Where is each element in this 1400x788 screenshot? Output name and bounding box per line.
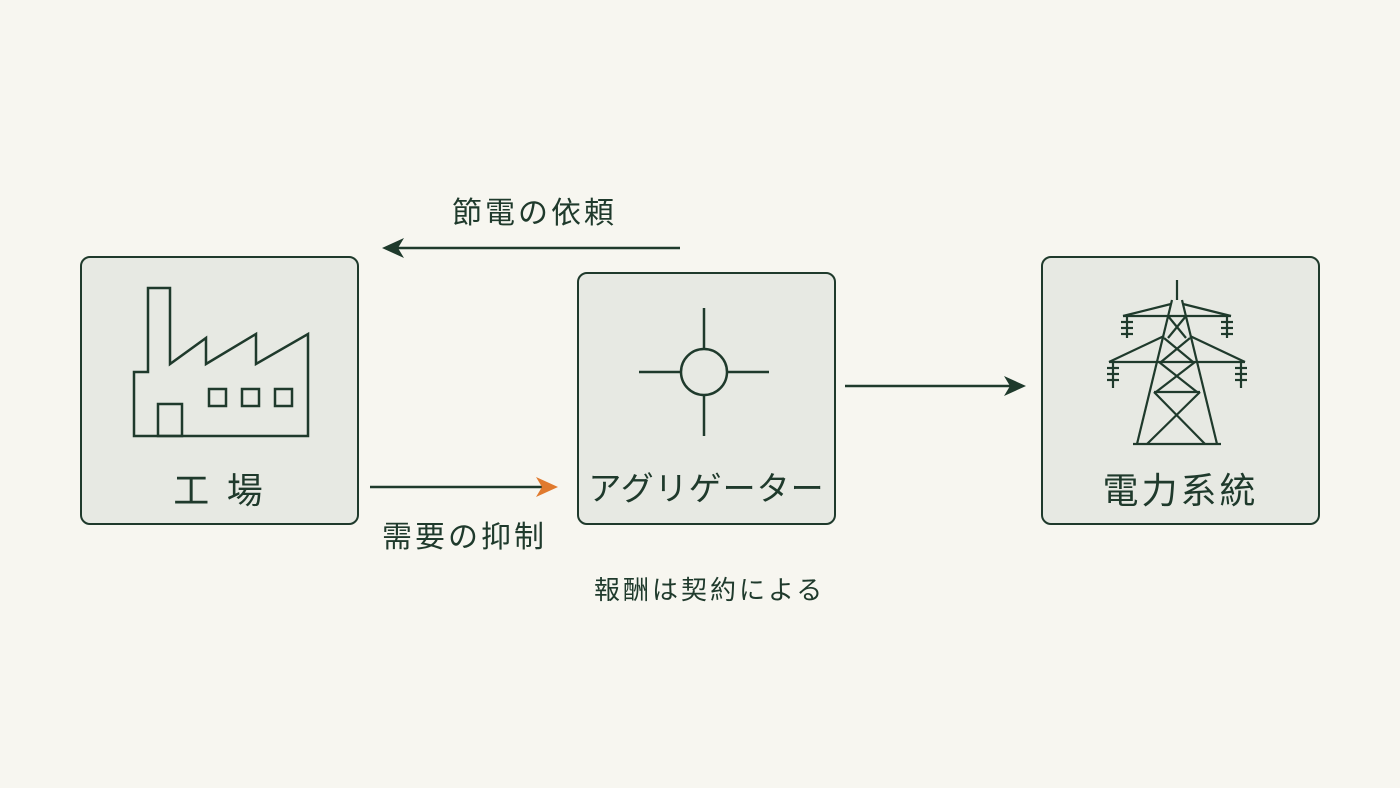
reward-note: 報酬は契約による [594,576,826,606]
factory-node: 工 場 [80,256,359,525]
power-tower-icon [1107,280,1247,446]
suppress-label: 需要の抑制 [382,520,547,555]
grid-label: 電力系統 [1102,471,1259,512]
grid-node: 電力系統 [1041,256,1320,525]
factory-label: 工 場 [173,471,266,512]
aggregator-node: アグリゲーター [577,272,836,525]
supply-arrow [845,376,1026,396]
suppress-arrow [370,477,558,497]
crosshair-node-icon [639,308,769,436]
factory-icon [132,286,310,438]
request-arrow [382,238,680,258]
request-label: 節電の依頼 [452,196,617,231]
aggregator-label: アグリゲーター [588,469,825,508]
